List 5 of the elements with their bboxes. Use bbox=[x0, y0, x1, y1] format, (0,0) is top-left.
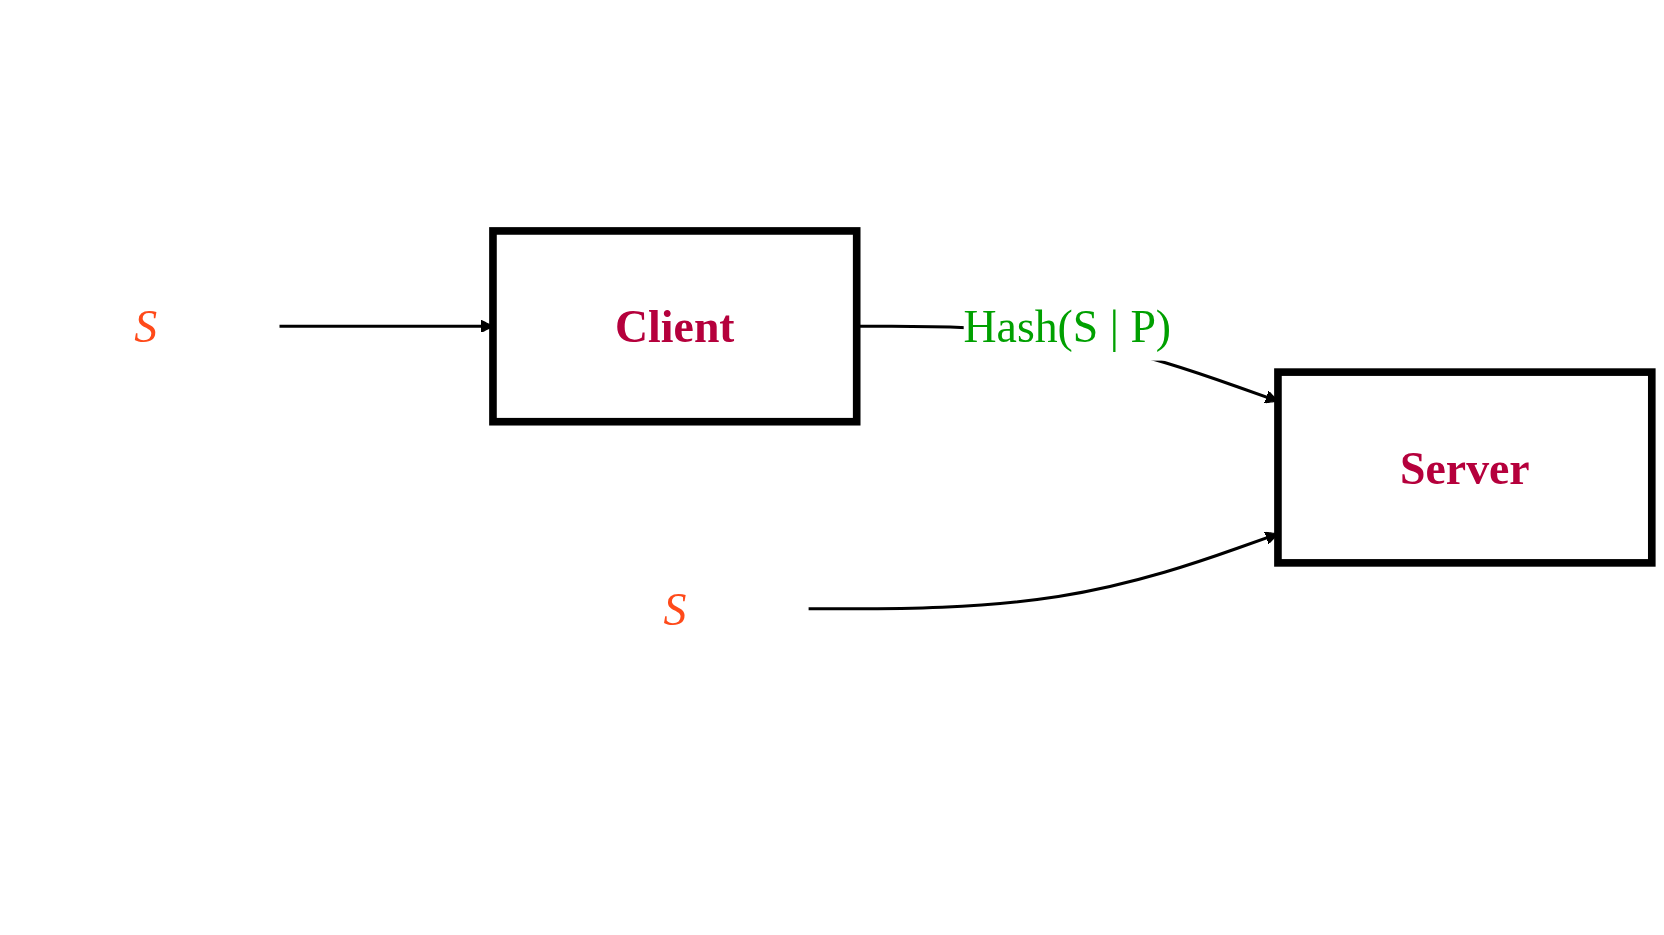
node-box: Server bbox=[1274, 368, 1656, 567]
node-box: Client bbox=[489, 227, 861, 426]
edge-label: Hash(S | P) bbox=[963, 301, 1172, 352]
node-text: S bbox=[663, 583, 687, 634]
node-text: S bbox=[134, 301, 158, 352]
